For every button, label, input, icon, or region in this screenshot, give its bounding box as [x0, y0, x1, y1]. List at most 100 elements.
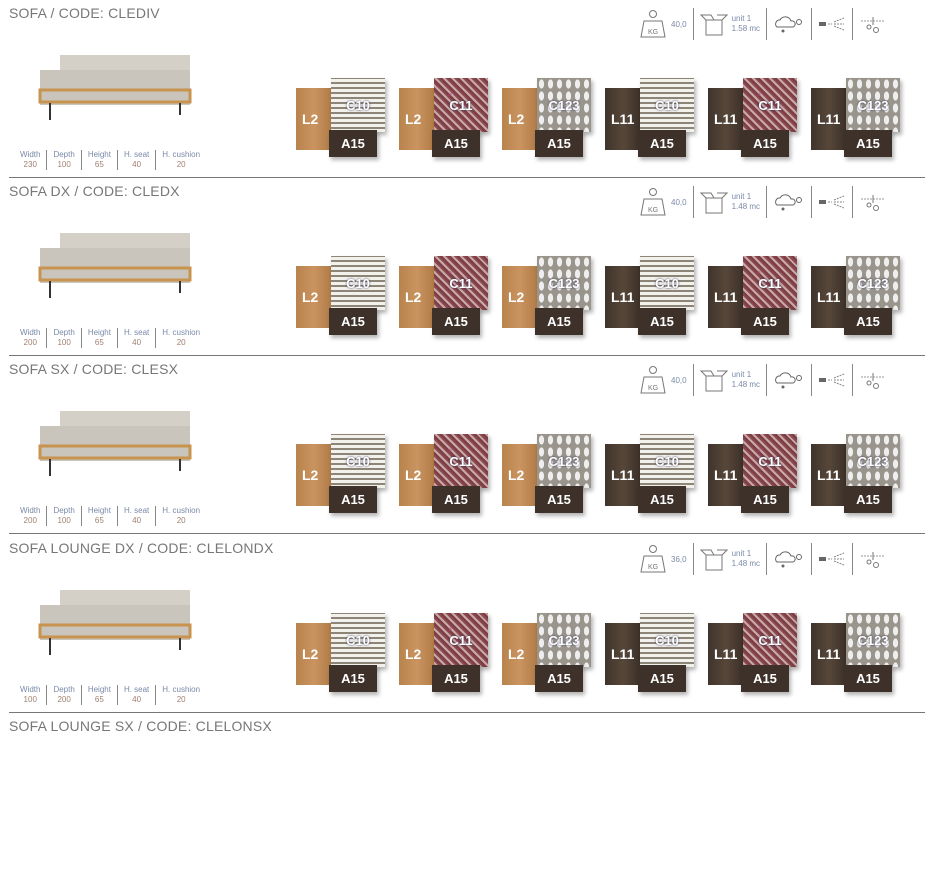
fabric-swatch: C10 [640, 256, 694, 310]
dimension-value: 65 [94, 160, 104, 169]
dimension-label: H. seat [123, 506, 150, 515]
wood-swatch: L11 [605, 266, 641, 328]
dimension-label: Width [20, 328, 41, 337]
spray-icon [819, 373, 845, 387]
spray-icon [819, 552, 845, 566]
dimension-value: 20 [176, 160, 186, 169]
wood-swatch: L11 [605, 88, 641, 150]
wood-swatch: L2 [502, 266, 538, 328]
frame-swatch: A15 [329, 486, 377, 513]
dimension-value: 65 [94, 338, 104, 347]
dimension-value: 20 [176, 516, 186, 525]
frame-swatch: A15 [844, 486, 892, 513]
dimension-value: 65 [94, 516, 104, 525]
cleaning-spec [811, 543, 852, 575]
product-section: SOFA LOUNGE SX / CODE: CLELONSX [0, 713, 925, 891]
frame-swatch: A15 [741, 308, 789, 335]
product-title: SOFA DX / CODE: CLEDX [9, 183, 180, 199]
section-divider [9, 355, 925, 356]
water-spec [852, 364, 893, 396]
wood-swatch: L2 [296, 88, 332, 150]
dimension-value: 200 [57, 695, 71, 704]
fabric-swatch: C10 [331, 613, 385, 667]
volume-value: 1.58 mc [731, 24, 761, 33]
weather-spec [766, 186, 811, 218]
water-icon [861, 195, 886, 211]
wood-swatch: L2 [296, 266, 332, 328]
wood-swatch: L2 [502, 444, 538, 506]
dimension-label: Height [87, 506, 111, 515]
water-spec [852, 8, 893, 40]
dimension-label: Depth [53, 506, 75, 515]
frame-swatch: A15 [844, 665, 892, 692]
box-icon [699, 370, 728, 392]
fabric-swatch: C123 [537, 256, 591, 310]
wood-swatch: L11 [708, 88, 744, 150]
wood-swatch: L11 [605, 444, 641, 506]
frame-swatch: A15 [741, 130, 789, 157]
dimension-value: 40 [132, 338, 142, 347]
weight-icon: KG [640, 366, 666, 394]
product-title: SOFA SX / CODE: CLESX [9, 361, 179, 377]
dimension-value: 40 [132, 160, 142, 169]
dimension-label: Height [87, 685, 111, 694]
cleaning-spec [811, 8, 852, 40]
section-divider [9, 533, 925, 534]
dimension-label: H. cushion [162, 506, 201, 515]
frame-swatch: A15 [535, 665, 583, 692]
fabric-swatch: C11 [434, 256, 488, 310]
dimension-value: 65 [94, 695, 104, 704]
dimension-value: 20 [176, 695, 186, 704]
fabric-swatch: C10 [640, 434, 694, 488]
fabric-swatch: C11 [743, 256, 797, 310]
fabric-swatch: C11 [434, 434, 488, 488]
frame-swatch: A15 [432, 665, 480, 692]
svg-text:KG: KG [648, 564, 658, 571]
water-icon [861, 373, 886, 389]
water-spec [852, 186, 893, 218]
wood-swatch: L11 [811, 88, 847, 150]
sofa-image [38, 590, 192, 655]
dimension-label: H. cushion [162, 685, 201, 694]
wood-swatch: L2 [399, 444, 435, 506]
